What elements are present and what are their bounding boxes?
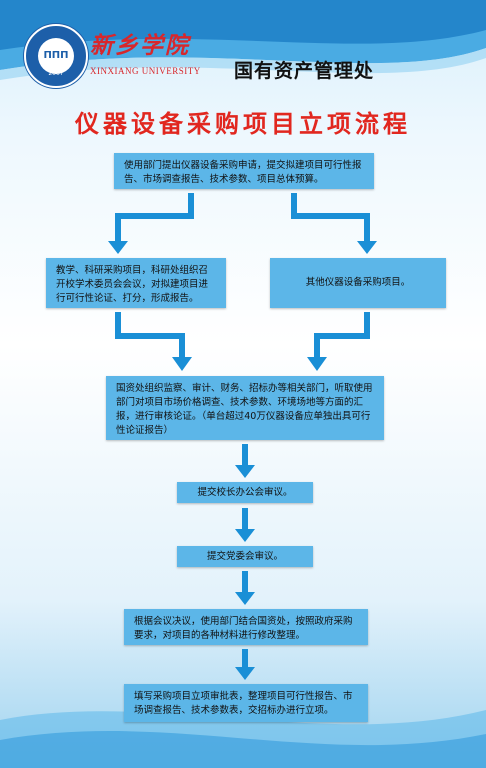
arrow-step2b-to-step3 (314, 312, 370, 358)
arrowhead-step4 (235, 465, 255, 478)
step-2b-other-projects: 其他仪器设备采购项目。 (270, 258, 446, 308)
bottom-wave-decoration (0, 710, 486, 768)
page-title: 仪器设备采购项目立项流程 (75, 110, 411, 138)
university-logo: ΠΠΠ 2007 (24, 24, 88, 88)
arrowhead-step3-right (307, 357, 327, 371)
step-2a-academic-review: 教学、科研采购项目，科研处组织召开校学术委员会会议，对拟建项目进行可行性论证、打… (46, 258, 226, 308)
department-name: 国有资产管理处 (234, 60, 375, 82)
step-7-submit-approval: 填写采购项目立项审批表，整理项目可行性报告、市场调查报告、技术参数表，交招标办进… (124, 684, 368, 722)
arrowhead-step6 (235, 592, 255, 605)
top-wave-decoration (0, 0, 486, 80)
arrowhead-step3-left (172, 357, 192, 371)
arrowhead-step7 (235, 667, 255, 680)
arrow-step1-to-step2b (291, 193, 370, 242)
university-name-cn: 新乡学院 (90, 32, 190, 59)
step-6-revise-materials: 根据会议决议，使用部门结合国资处，按照政府采购要求，对项目的各种材料进行修改整理… (124, 609, 368, 645)
step-3-asset-office-review: 国资处组织监察、审计、财务、招标办等相关部门，听取使用部门对项目市场价格调查、技… (106, 376, 384, 440)
university-name-en: XINXIANG UNIVERSITY (90, 66, 201, 76)
logo-emblem-icon: ΠΠΠ (38, 38, 74, 74)
arrow-step2a-to-step3 (115, 312, 185, 358)
step-1-application: 使用部门提出仪器设备采购申请，提交拟建项目可行性报告、市场调查报告、技术参数、项… (114, 153, 374, 189)
arrowhead-step5 (235, 529, 255, 542)
arrowhead-step2a (108, 241, 128, 254)
logo-year: 2007 (48, 70, 64, 77)
step-4-president-meeting: 提交校长办公会审议。 (177, 482, 313, 503)
arrowhead-step2b (357, 241, 377, 254)
arrow-step1-to-step2a (115, 193, 194, 242)
step-5-party-committee: 提交党委会审议。 (177, 546, 313, 567)
